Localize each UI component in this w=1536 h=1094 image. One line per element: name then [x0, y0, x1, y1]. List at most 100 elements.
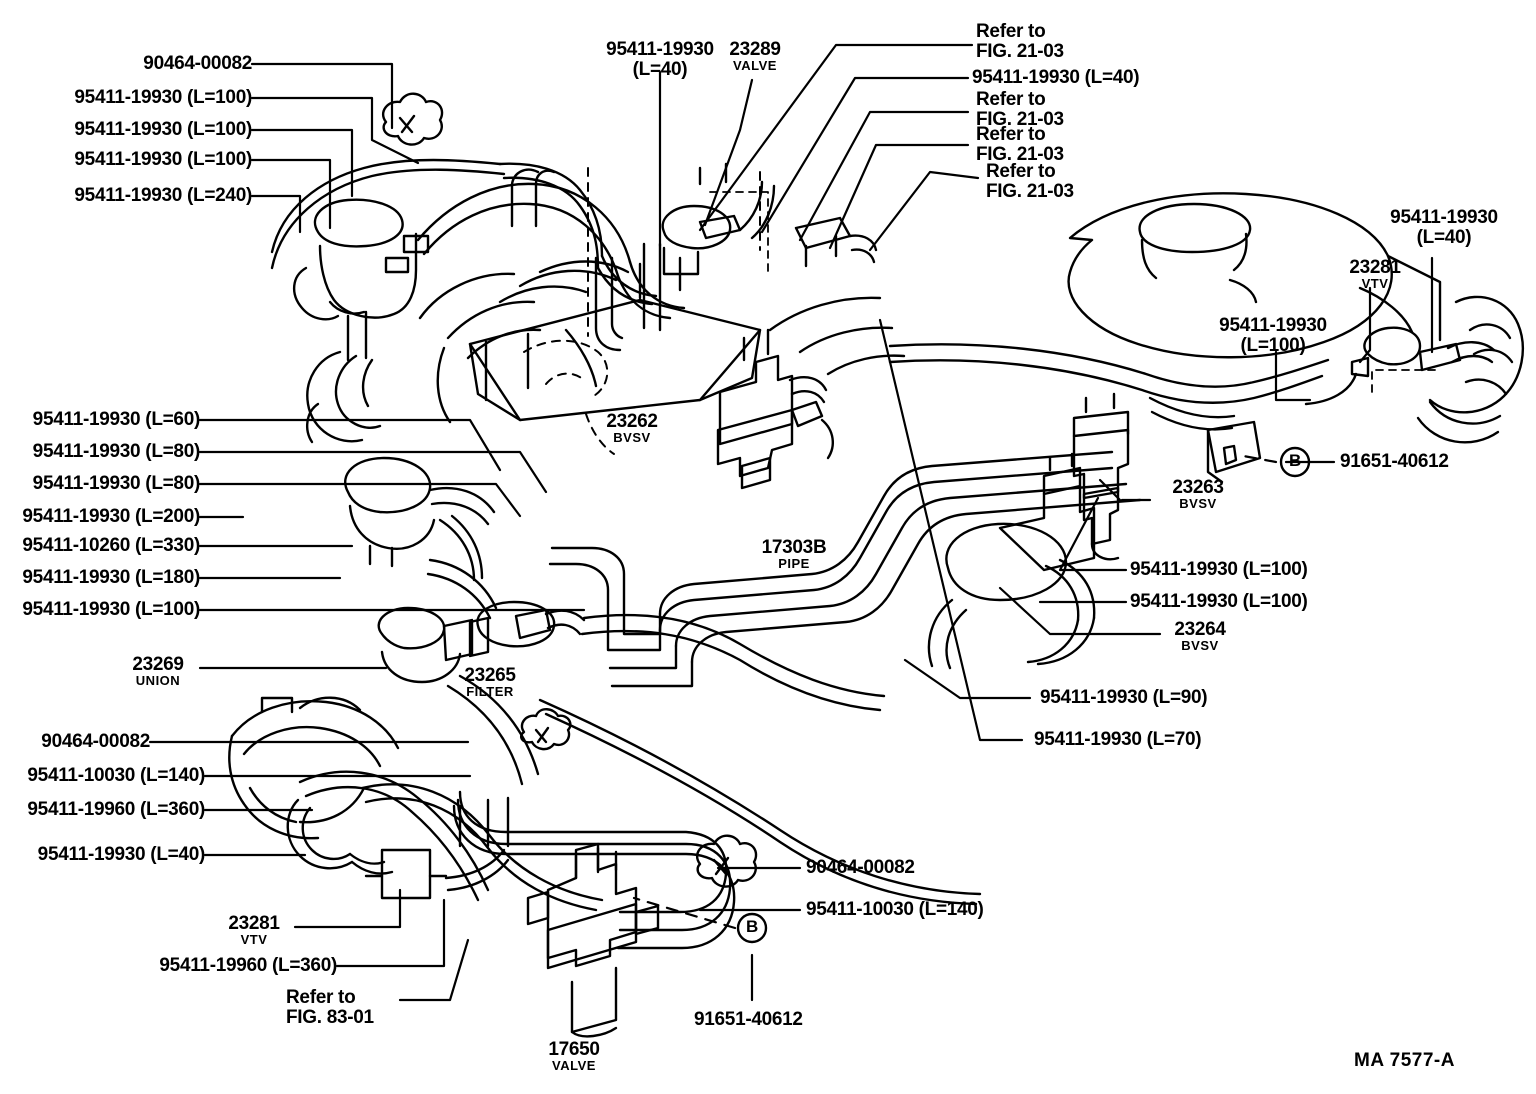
label-95411-19960-360-b: 95411-19960 (L=360) [159, 955, 337, 976]
label-23262-bvsv: 23262 BVSV [590, 412, 674, 445]
air-cleaner-right [1067, 192, 1442, 406]
label-91651-40612-right: 91651-40612 [1340, 451, 1449, 472]
callout-b-label-right: B [1289, 451, 1302, 470]
label-95411-19960-360-a: 95411-19960 (L=360) [27, 799, 205, 820]
refer-to-text-2: Refer to [976, 89, 1046, 110]
label-95411-19930-40-right-top: 95411-19930 (L=40) [972, 67, 1140, 88]
part-name-bvsv-23264: BVSV [1181, 637, 1219, 653]
left-mid-assembly [344, 456, 982, 906]
part-number-23263: 23263 [1172, 477, 1224, 498]
hose-length-top: (L=40) [632, 58, 688, 80]
label-23281-vtv-right: 23281 VTV [1336, 258, 1414, 291]
label-95411-19930-100-e: 95411-19930 (L=100) [1130, 559, 1308, 580]
label-17303b-pipe: 17303B PIPE [742, 538, 846, 571]
label-95411-19930-40-top-center: 95411-19930 (L=40) [588, 40, 732, 80]
label-95411-19930-80-b: 95411-19930 (L=80) [32, 473, 201, 494]
part-name-pipe: PIPE [778, 555, 810, 571]
label-95411-19930-200: 95411-19930 (L=200) [22, 506, 200, 527]
pipe-run-bottom [452, 790, 758, 950]
hose-run-right [888, 343, 1330, 484]
sheet-code: MA 7577-A [1354, 1050, 1455, 1071]
leader-lines-bottom [698, 866, 802, 1002]
bvsv-23262 [716, 328, 834, 490]
label-95411-19930-40-vtv-right: 95411-19930 (L=40) [1370, 208, 1518, 248]
label-95411-19930-80-a: 95411-19930 (L=80) [32, 441, 201, 462]
label-23269-union: 23269 UNION [116, 655, 200, 688]
refer-to-text-1: Refer to [976, 21, 1046, 42]
bvsv-23264 [927, 452, 1096, 670]
part-name-filter: FILTER [466, 683, 514, 699]
hose-part-number-right: 95411-19930 [1390, 207, 1498, 228]
part-number-23269: 23269 [132, 654, 184, 675]
part-name-union: UNION [135, 672, 181, 688]
label-90464-00082-top: 90464-00082 [143, 53, 252, 74]
part-number-23264: 23264 [1174, 619, 1226, 640]
fig-number-21-03-4: FIG. 21-03 [986, 180, 1074, 202]
label-23264-bvsv: 23264 BVSV [1158, 620, 1242, 653]
bvsv-23263 [1072, 392, 1130, 561]
label-95411-10260-330: 95411-10260 (L=330) [22, 535, 200, 556]
label-95411-19930-100-d: 95411-19930 (L=100) [22, 599, 200, 620]
label-23265-filter: 23265 FILTER [438, 666, 542, 699]
leader-lines-left-top [250, 62, 420, 234]
valve-17650 [526, 842, 660, 1038]
hose-length-right: (L=40) [1416, 226, 1472, 248]
label-95411-19930-180: 95411-19930 (L=180) [22, 567, 200, 588]
fig-number-21-03-2: FIG. 21-03 [976, 108, 1064, 130]
refer-to-text-3: Refer to [976, 124, 1046, 145]
part-name-bvsv-23262: BVSV [613, 429, 651, 445]
part-name-vtv-right: VTV [1361, 275, 1389, 291]
hose-part-number-top: 95411-19930 [606, 39, 714, 60]
label-23263-bvsv: 23263 BVSV [1156, 478, 1240, 511]
part-name-bvsv-23263: BVSV [1179, 495, 1217, 511]
part-number-23265: 23265 [464, 665, 516, 686]
part-name-valve-17650: VALVE [552, 1057, 596, 1073]
part-number-17650: 17650 [548, 1039, 600, 1060]
label-23289-valve: 23289 VALVE [712, 40, 798, 73]
part-number-23281-left: 23281 [228, 913, 280, 934]
label-90464-00082-bottom-right: 90464-00082 [806, 857, 915, 878]
label-95411-19930-100-c: 95411-19930 (L=100) [74, 149, 252, 170]
fig-number-21-03-1: FIG. 21-03 [976, 40, 1064, 62]
leader-lines-left-mid [198, 418, 586, 670]
label-91651-40612-bottom: 91651-40612 [694, 1009, 803, 1030]
hose-length-right-2: (L=100) [1240, 334, 1306, 356]
label-95411-19930-100-f: 95411-19930 (L=100) [1130, 591, 1308, 612]
label-95411-19930-100-a: 95411-19930 (L=100) [74, 87, 252, 108]
part-number-23281-right: 23281 [1349, 257, 1401, 278]
left-lower-assembly [228, 696, 604, 912]
hose-bundle-upper [270, 92, 686, 352]
leader-lines-left-bottom [148, 740, 472, 1002]
vtv-23281-right [1350, 295, 1524, 444]
part-number-17303b: 17303B [761, 537, 827, 558]
valve-23289-assembly [661, 162, 878, 276]
callout-b-label-bottom: B [746, 917, 759, 936]
label-95411-19930-240: 95411-19930 (L=240) [74, 185, 252, 206]
label-refer-fig-21-03-2: Refer to FIG. 21-03 [976, 90, 1064, 130]
fig-number-83-01: FIG. 83-01 [286, 1006, 374, 1028]
label-90464-00082-bottom: 90464-00082 [41, 731, 150, 752]
callout-b-circles [736, 446, 1311, 944]
label-refer-fig-21-03-3: Refer to FIG. 21-03 [976, 125, 1064, 165]
label-95411-19930-40-bottom: 95411-19930 (L=40) [37, 844, 206, 865]
part-name-vtv-left: VTV [240, 931, 268, 947]
refer-to-text-4: Refer to [986, 161, 1056, 182]
label-17650-valve: 17650 VALVE [522, 1040, 626, 1073]
label-refer-fig-83-01: Refer to FIG. 83-01 [286, 988, 374, 1028]
label-95411-19930-70: 95411-19930 (L=70) [1034, 729, 1202, 750]
engine-assembly-upper [293, 167, 906, 455]
label-23281-vtv-left: 23281 VTV [212, 914, 296, 947]
pipe-bundle-17303b [548, 450, 1142, 688]
label-95411-10030-140-b: 95411-10030 (L=140) [806, 899, 984, 920]
refer-to-text-5: Refer to [286, 987, 356, 1008]
label-refer-fig-21-03-1: Refer to FIG. 21-03 [976, 22, 1064, 62]
part-number-23262: 23262 [606, 411, 658, 432]
part-name-valve-23289: VALVE [733, 57, 777, 73]
label-95411-10030-140-a: 95411-10030 (L=140) [27, 765, 205, 786]
label-95411-19930-60: 95411-19930 (L=60) [32, 409, 201, 430]
label-95411-19930-90: 95411-19930 (L=90) [1040, 687, 1208, 708]
hose-part-number-right-2: 95411-19930 [1219, 315, 1327, 336]
fig-number-21-03-3: FIG. 21-03 [976, 143, 1064, 165]
